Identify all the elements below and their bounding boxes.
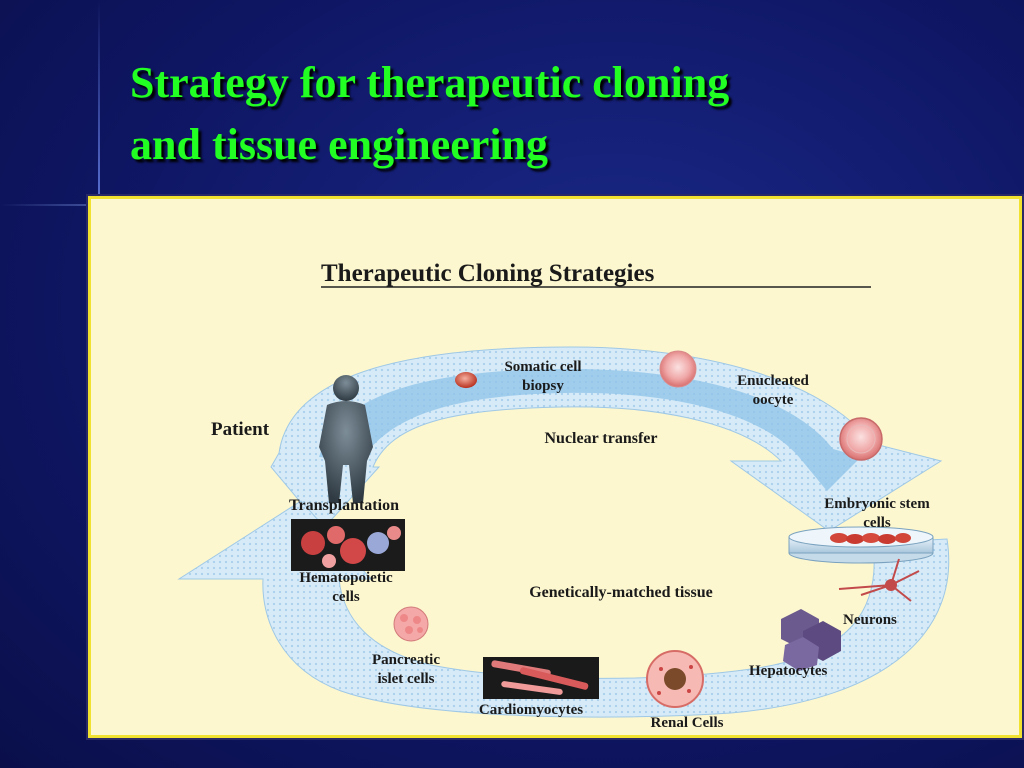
renal-cell-icon	[646, 650, 704, 708]
hepatocytes-icon	[781, 609, 841, 671]
patient-figure	[319, 375, 373, 503]
label-pancreatic-line1: Pancreatic	[372, 652, 440, 668]
label-somatic-line2: biopsy	[522, 378, 564, 394]
diagram-heading: Therapeutic Cloning Strategies	[321, 260, 655, 287]
label-patient: Patient	[211, 419, 270, 440]
decor-vertical-line	[98, 0, 100, 200]
reconstructed-egg-icon	[839, 417, 883, 461]
pancreatic-islet-icon	[393, 606, 429, 642]
petri-dish-icon	[788, 526, 934, 564]
label-embryonic-line2: cells	[863, 515, 891, 531]
diagram-panel: Therapeutic Cloning Strategies	[86, 194, 1024, 740]
label-cardiomyocytes: Cardiomyocytes	[479, 702, 583, 718]
oocyte-icon	[659, 350, 697, 388]
somatic-cell-icon	[455, 372, 477, 388]
label-pancreatic-line2: islet cells	[377, 671, 434, 687]
label-enucleated-line1: Enucleated	[737, 373, 809, 389]
label-somatic-line1: Somatic cell	[504, 359, 581, 375]
label-embryonic-line1: Embryonic stem	[824, 496, 930, 512]
label-neurons: Neurons	[843, 612, 897, 628]
label-hematopoietic-line2: cells	[332, 589, 360, 605]
title-line-2: and tissue engineering	[130, 120, 549, 169]
label-genetically-matched: Genetically-matched tissue	[529, 584, 713, 601]
label-renal-cells: Renal Cells	[651, 715, 724, 731]
slide-title: Strategy for therapeutic cloning and tis…	[130, 52, 990, 176]
neuron-icon	[838, 558, 920, 602]
label-hematopoietic-line1: Hematopoietic	[299, 570, 393, 586]
label-hepatocytes: Hepatocytes	[749, 663, 827, 679]
lower-cycle-arrow	[177, 500, 950, 718]
cloning-cycle-diagram: Therapeutic Cloning Strategies	[177, 260, 950, 731]
hematopoietic-cells-image	[291, 519, 405, 571]
label-enucleated-line2: oocyte	[753, 392, 794, 408]
cardiomyocytes-image	[483, 657, 599, 699]
title-line-1: Strategy for therapeutic cloning	[130, 58, 730, 107]
upper-arrow-band	[319, 369, 861, 491]
label-nuclear-transfer: Nuclear transfer	[545, 430, 658, 447]
label-transplantation: Transplantation	[289, 497, 399, 514]
